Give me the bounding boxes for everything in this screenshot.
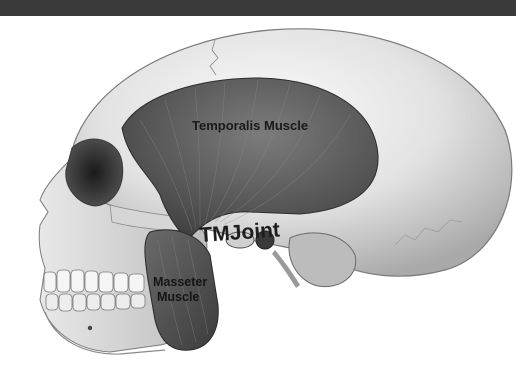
temporalis-label: Temporalis Muscle: [192, 118, 308, 133]
masseter-label-line1: Masseter: [153, 275, 207, 289]
masseter-label-line2: Muscle: [157, 290, 199, 304]
mental-foramen: [88, 326, 92, 330]
